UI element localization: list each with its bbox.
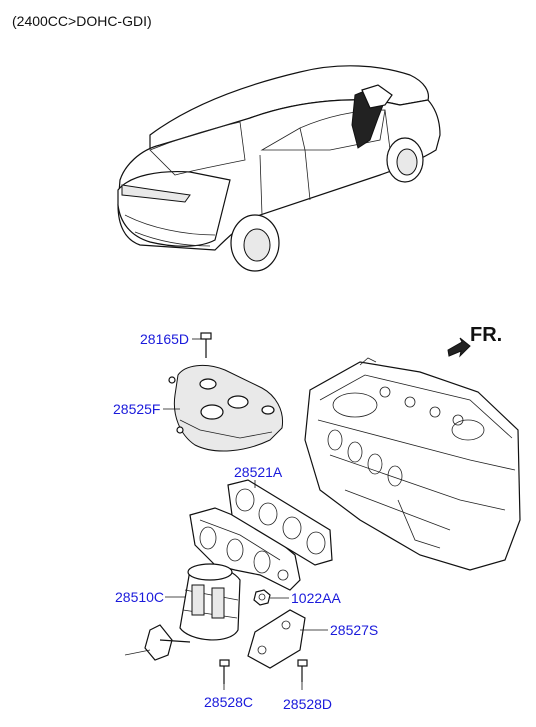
part-label-28528D[interactable]: 28528D xyxy=(283,696,332,712)
part-label-1022AA[interactable]: 1022AA xyxy=(291,590,341,606)
gasket-illustration xyxy=(227,479,333,566)
exhaust-manifold-illustration xyxy=(124,507,301,661)
front-arrow-icon xyxy=(447,337,471,358)
part-label-28165D[interactable]: 28165D xyxy=(140,331,189,347)
fasteners-illustration xyxy=(200,332,308,684)
front-label: FR. xyxy=(470,324,502,346)
engine-block-illustration xyxy=(304,357,521,571)
car-illustration xyxy=(117,65,441,272)
part-labels: 28165D 28525F 28521A 28510C 1022AA 28527… xyxy=(113,331,378,712)
part-label-28510C[interactable]: 28510C xyxy=(115,589,164,605)
part-label-28527S[interactable]: 28527S xyxy=(330,622,378,638)
engine-spec-title: (2400CC>DOHC-GDI) xyxy=(12,13,152,29)
leader-lines xyxy=(163,338,328,690)
heat-protector-illustration xyxy=(168,364,284,452)
part-label-28521A[interactable]: 28521A xyxy=(234,464,283,480)
front-direction-indicator: FR. xyxy=(447,324,502,358)
part-label-28525F[interactable]: 28525F xyxy=(113,401,160,417)
part-label-28528C[interactable]: 28528C xyxy=(204,694,253,710)
